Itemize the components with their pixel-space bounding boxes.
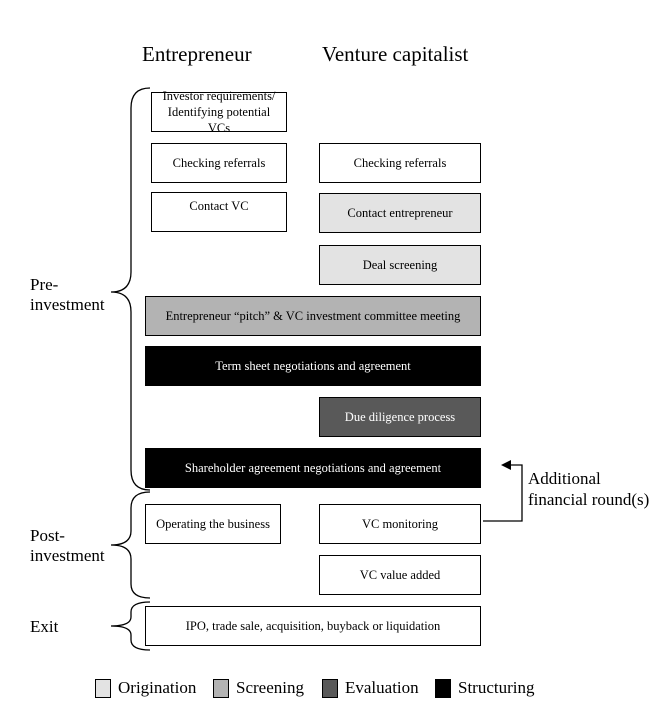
- post-investment-brace: [110, 491, 151, 599]
- box-pitch: Entrepreneur “pitch” & VC investment com…: [145, 296, 481, 336]
- legend-swatch-screening: [213, 678, 229, 698]
- feedback-arrow-head: [501, 460, 511, 470]
- box-contact-vc: Contact VC: [151, 192, 287, 232]
- box-exit-options: IPO, trade sale, acquisition, buyback or…: [145, 606, 481, 646]
- box-checking-referrals-vc: Checking referrals: [319, 143, 481, 183]
- box-vc-value-added: VC value added: [319, 555, 481, 595]
- vc-header: Venture capitalist: [322, 42, 469, 66]
- legend-structuring: Structuring: [435, 678, 535, 698]
- phase-pre-investment: Pre-investment: [30, 275, 110, 316]
- phase-post-investment: Post-investment: [30, 526, 110, 567]
- exit-brace: [110, 601, 151, 651]
- box-investor-requirements: Investor requirements/ Identifying poten…: [151, 89, 287, 135]
- legend-evaluation: Evaluation: [322, 678, 419, 698]
- box-due-diligence: Due diligence process: [319, 397, 481, 437]
- legend-label-evaluation: Evaluation: [345, 678, 419, 697]
- pre-investment-brace: [110, 87, 151, 491]
- additional-round-note: Additional financial round(s): [528, 469, 650, 510]
- feedback-arrow-line: [483, 464, 523, 522]
- legend-swatch-evaluation: [322, 678, 338, 698]
- phase-post-label: Post-investment: [30, 526, 105, 566]
- box-contact-entrepreneur: Contact entrepreneur: [319, 193, 481, 233]
- legend-label-origination: Origination: [118, 678, 197, 697]
- legend-label-screening: Screening: [236, 678, 304, 697]
- box-shareholder-agreement: Shareholder agreement negotiations and a…: [145, 448, 481, 488]
- phase-exit: Exit: [30, 617, 59, 636]
- legend-label-structuring: Structuring: [458, 678, 535, 697]
- box-term-sheet: Term sheet negotiations and agreement: [145, 346, 481, 386]
- legend-swatch-structuring: [435, 678, 451, 698]
- entrepreneur-header: Entrepreneur: [142, 42, 252, 66]
- legend-swatch-origination: [95, 678, 111, 698]
- box-operating-business: Operating the business: [145, 504, 281, 544]
- legend-screening: Screening: [213, 678, 304, 698]
- box-checking-referrals-entrepreneur: Checking referrals: [151, 143, 287, 183]
- phase-pre-label: Pre-investment: [30, 275, 105, 315]
- box-deal-screening: Deal screening: [319, 245, 481, 285]
- box-vc-monitoring: VC monitoring: [319, 504, 481, 544]
- legend-origination: Origination: [95, 678, 196, 698]
